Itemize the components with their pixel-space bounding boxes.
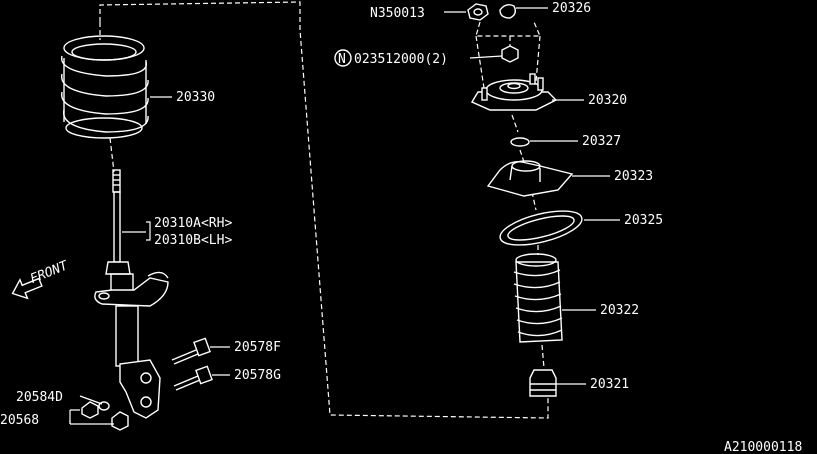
label-20326: 20326 bbox=[552, 1, 591, 16]
strut-mount-20320 bbox=[470, 73, 558, 111]
cap-20326 bbox=[499, 3, 517, 19]
coil-spring-20330 bbox=[61, 35, 149, 139]
bolt-20578F bbox=[171, 337, 211, 365]
label-n-symbol: N bbox=[338, 52, 346, 67]
rubber-seat-20325 bbox=[499, 210, 583, 246]
n-symbol-circle bbox=[334, 49, 352, 67]
label-20578G: 20578G bbox=[234, 368, 281, 383]
washer-20584D bbox=[98, 401, 110, 411]
diagram-id: A210000118 bbox=[724, 440, 802, 454]
nut-20568-lower bbox=[111, 411, 129, 431]
label-20323: 20323 bbox=[614, 169, 653, 184]
label-20322: 20322 bbox=[600, 303, 639, 318]
bump-stop-20321 bbox=[529, 369, 557, 397]
nut-20568-upper bbox=[81, 401, 99, 419]
label-20310B: 20310B<LH> bbox=[154, 233, 232, 248]
nut-N350013 bbox=[467, 3, 489, 21]
nut-023512000 bbox=[501, 45, 519, 63]
assembly-dashed-outline bbox=[99, 1, 549, 419]
label-20310A: 20310A<RH> bbox=[154, 216, 232, 231]
label-20320: 20320 bbox=[588, 93, 627, 108]
label-N350013: N350013 bbox=[370, 6, 425, 21]
front-label: FRONT bbox=[28, 258, 71, 287]
label-20584D: 20584D bbox=[16, 390, 63, 405]
bolt-20578G bbox=[173, 365, 213, 391]
washer-20327 bbox=[510, 137, 530, 147]
strut-assembly bbox=[94, 169, 169, 419]
dust-boot-20322 bbox=[513, 253, 563, 343]
spring-seat-20323 bbox=[486, 160, 574, 197]
label-20330: 20330 bbox=[176, 90, 215, 105]
label-20325: 20325 bbox=[624, 213, 663, 228]
label-023512000: 023512000(2) bbox=[354, 52, 448, 67]
label-20321: 20321 bbox=[590, 377, 629, 392]
label-20568: 20568 bbox=[0, 413, 39, 428]
label-20578F: 20578F bbox=[234, 340, 281, 355]
label-20327: 20327 bbox=[582, 134, 621, 149]
front-arrow bbox=[11, 277, 43, 300]
